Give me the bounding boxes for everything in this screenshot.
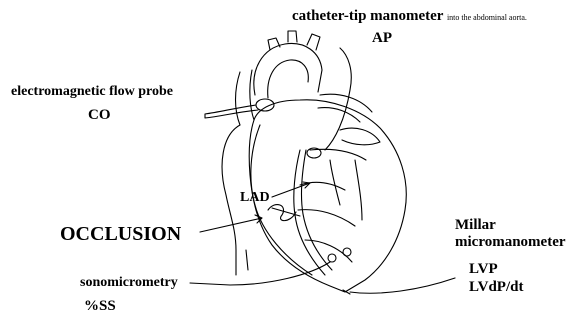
lvdpdt-label: LVdP/dt (469, 280, 523, 295)
occlusion-arrow (200, 218, 262, 232)
occlusion-label: OCCLUSION (60, 224, 181, 244)
millar-label-line1: Millar (455, 218, 496, 233)
lad-label: LAD (240, 191, 270, 205)
aortic-arch (254, 44, 322, 95)
coronary-branch-2 (298, 210, 355, 226)
aortic-arch-inner (268, 60, 309, 98)
ap-label: AP (372, 31, 392, 46)
circumflex-artery (310, 149, 366, 160)
sonomicrometry-label: sonomicrometry (80, 276, 178, 290)
flow-probe-label: electromagnetic flow probe (11, 85, 173, 99)
pulmonary-trunk (318, 94, 372, 122)
catheter-label: catheter-tip manometer into the abdomina… (292, 9, 527, 24)
occlusion-snare (268, 205, 296, 221)
coronary-branch-5 (355, 160, 362, 220)
lad-arrow (272, 183, 310, 197)
coronary-branch-4 (330, 160, 340, 205)
brachiocephalic-artery (268, 38, 280, 50)
lvp-label: LVP (469, 262, 498, 277)
millar-label-line2: micromanometer (455, 235, 566, 250)
superior-vena-cava (236, 70, 255, 125)
sono-crystal-1 (328, 254, 336, 262)
co-label: CO (88, 108, 111, 123)
left-atrial-appendage (340, 128, 380, 145)
catheter-label-text: catheter-tip manometer (292, 8, 443, 24)
flow-probe-lead (205, 105, 258, 118)
ss-label: %SS (84, 299, 116, 314)
carotid-artery (288, 31, 297, 42)
catheter-note: into the abdominal aorta. (447, 13, 527, 22)
millar-lead (350, 278, 455, 293)
sono-crystal-2 (343, 248, 351, 256)
catheter-tube (325, 48, 351, 150)
